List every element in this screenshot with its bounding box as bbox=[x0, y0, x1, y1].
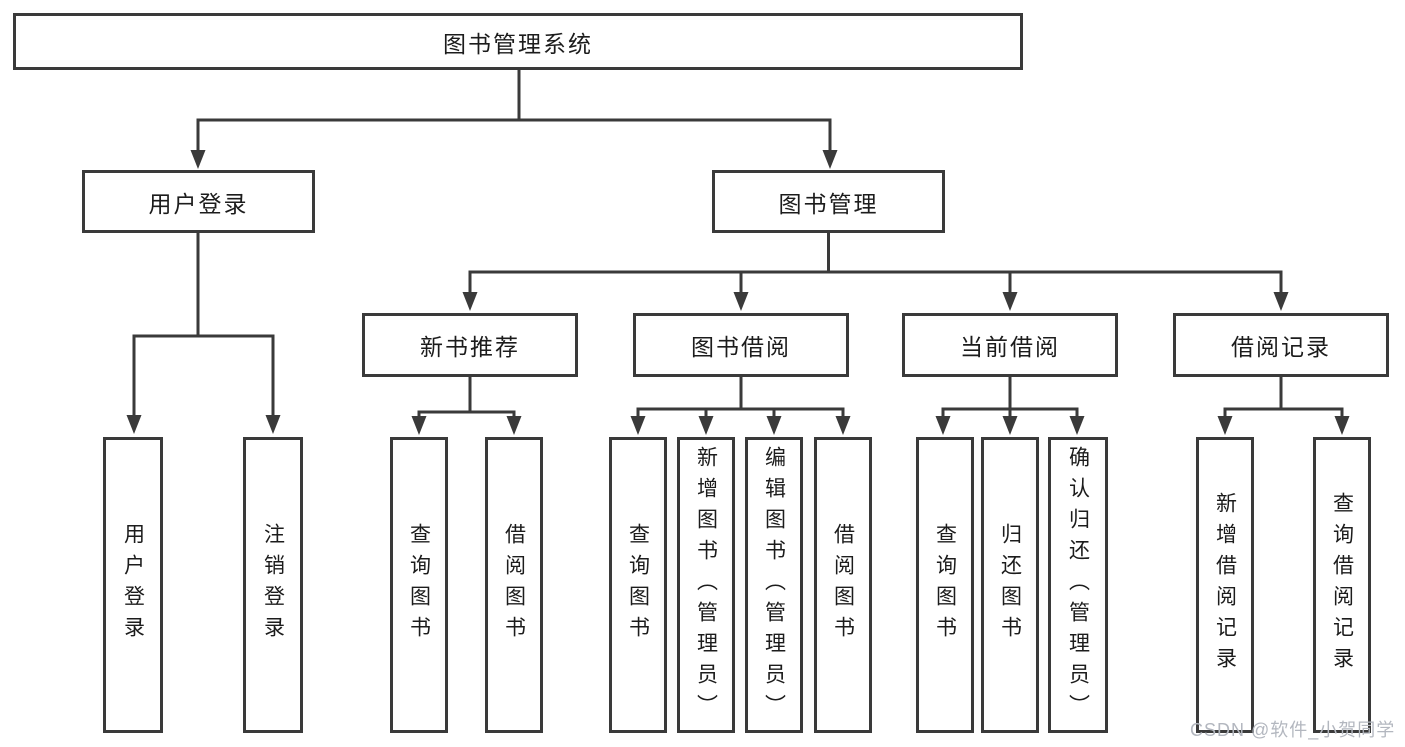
node-root: 图书管理系统 bbox=[13, 13, 1023, 70]
arrow-down-icon bbox=[265, 415, 281, 434]
leaf-return-books: 归还图书 bbox=[981, 437, 1039, 733]
csdn-watermark: CSDN @软件_小贺同学 bbox=[1190, 720, 1396, 740]
leaf-query-books-recommend: 查询图书 bbox=[390, 437, 448, 733]
connector-book-management bbox=[462, 233, 1289, 311]
arrow-down-icon bbox=[1273, 292, 1289, 311]
arrow-down-icon bbox=[698, 416, 714, 435]
connector-book-borrow bbox=[630, 377, 851, 435]
arrow-down-icon bbox=[1217, 416, 1233, 435]
connector-borrow-records bbox=[1217, 377, 1350, 435]
leaf-query-books-borrow: 查询图书 bbox=[609, 437, 667, 733]
node-book-management: 图书管理 bbox=[712, 170, 945, 233]
node-book-borrow: 图书借阅 bbox=[633, 313, 849, 377]
arrow-down-icon bbox=[1334, 416, 1350, 435]
connector-current-borrow bbox=[935, 377, 1085, 435]
connector-root bbox=[190, 68, 838, 169]
arrow-down-icon bbox=[733, 292, 749, 311]
arrow-down-icon bbox=[411, 416, 427, 435]
arrow-down-icon bbox=[630, 416, 646, 435]
arrow-down-icon bbox=[126, 415, 142, 434]
arrow-down-icon bbox=[190, 150, 206, 169]
leaf-query-books-current: 查询图书 bbox=[916, 437, 974, 733]
arrow-down-icon bbox=[1002, 292, 1018, 311]
leaf-user-login: 用户登录 bbox=[103, 437, 163, 733]
node-new-book-recommend: 新书推荐 bbox=[362, 313, 578, 377]
leaf-logout: 注销登录 bbox=[243, 437, 303, 733]
arrow-down-icon bbox=[766, 416, 782, 435]
leaf-borrow-books: 借阅图书 bbox=[814, 437, 872, 733]
arrow-down-icon bbox=[835, 416, 851, 435]
leaf-add-books-admin: 新增图书（管理员） bbox=[677, 437, 735, 733]
connector-new-book-recommend bbox=[411, 377, 522, 435]
node-current-borrow: 当前借阅 bbox=[902, 313, 1118, 377]
arrow-down-icon bbox=[935, 416, 951, 435]
arrow-down-icon bbox=[462, 292, 478, 311]
leaf-edit-books-admin: 编辑图书（管理员） bbox=[745, 437, 803, 733]
arrow-down-icon bbox=[1069, 416, 1085, 435]
leaf-query-borrow-record: 查询借阅记录 bbox=[1313, 437, 1371, 733]
arrow-down-icon bbox=[506, 416, 522, 435]
node-borrow-records: 借阅记录 bbox=[1173, 313, 1389, 377]
node-user-login: 用户登录 bbox=[82, 170, 315, 233]
leaf-confirm-return-admin: 确认归还（管理员） bbox=[1048, 437, 1108, 733]
leaf-borrow-books-recommend: 借阅图书 bbox=[485, 437, 543, 733]
connector-user-login bbox=[126, 233, 281, 434]
arrow-down-icon bbox=[1002, 416, 1018, 435]
leaf-add-borrow-record: 新增借阅记录 bbox=[1196, 437, 1254, 733]
arrow-down-icon bbox=[822, 150, 838, 169]
